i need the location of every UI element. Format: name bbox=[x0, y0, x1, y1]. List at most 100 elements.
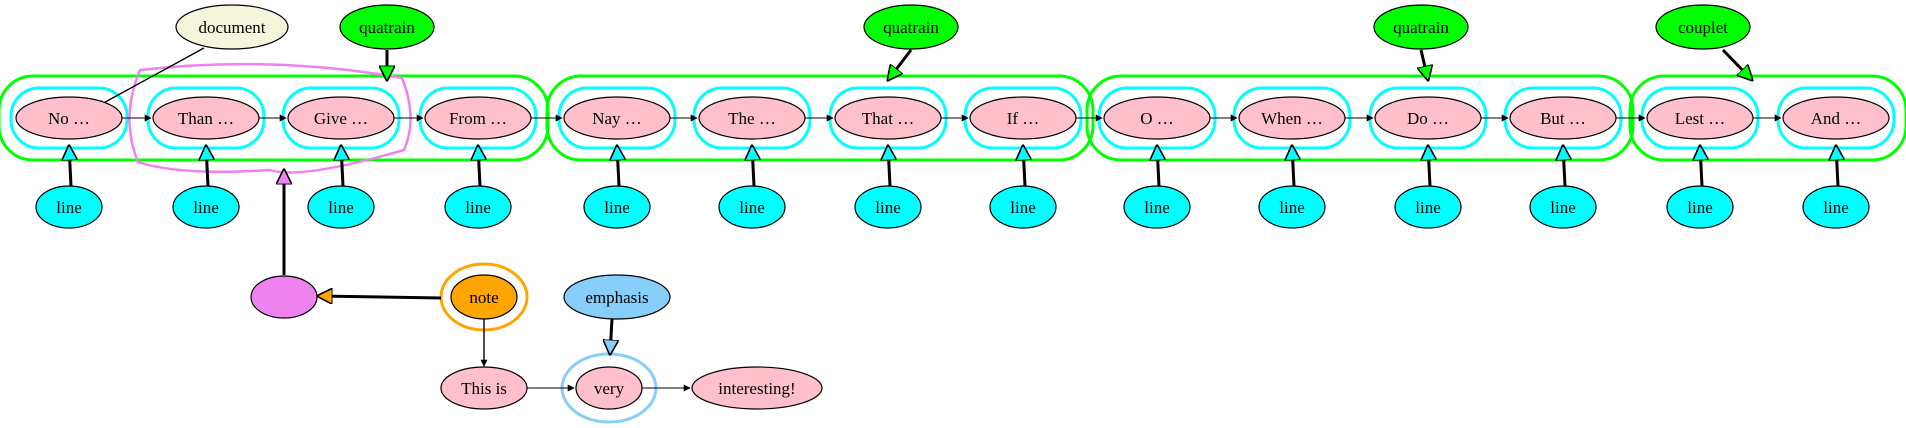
token-node: And … bbox=[1782, 96, 1890, 140]
stanza-node: quatrain bbox=[1373, 4, 1469, 50]
line-node-label: line bbox=[465, 198, 491, 217]
line-node: line bbox=[854, 185, 922, 229]
token-node-label: Than … bbox=[178, 109, 234, 128]
line-node: line bbox=[718, 185, 786, 229]
document-node-label: document bbox=[198, 18, 265, 37]
token-node-shape bbox=[1238, 96, 1346, 140]
token-node-label: Give … bbox=[314, 109, 368, 128]
token-node-shape bbox=[834, 96, 942, 140]
document-node-shape bbox=[175, 4, 289, 50]
line-node: line bbox=[1258, 185, 1326, 229]
token-node-label: Do … bbox=[1407, 109, 1449, 128]
stanza-node-label: quatrain bbox=[1393, 18, 1449, 37]
line-node-shape bbox=[172, 185, 240, 229]
emphasis-edge bbox=[610, 318, 612, 354]
line-node: line bbox=[1123, 185, 1191, 229]
line-edge bbox=[1700, 146, 1702, 187]
token-node: Give … bbox=[287, 96, 395, 140]
line-node-label: line bbox=[1687, 198, 1713, 217]
token-node: The … bbox=[698, 96, 806, 140]
line-node-label: line bbox=[1010, 198, 1036, 217]
line-edge bbox=[752, 146, 754, 187]
token-node-shape bbox=[969, 96, 1077, 140]
token-node: O … bbox=[1103, 96, 1211, 140]
stanza-node-shape bbox=[339, 4, 435, 50]
line-node: line bbox=[989, 185, 1057, 229]
stanza-node: quatrain bbox=[863, 4, 959, 50]
token-node-shape bbox=[287, 96, 395, 140]
line-node: line bbox=[172, 185, 240, 229]
token-node: That … bbox=[834, 96, 942, 140]
line-node-label: line bbox=[739, 198, 765, 217]
token-node-label: Lest … bbox=[1675, 109, 1726, 128]
line-node-label: line bbox=[328, 198, 354, 217]
note-text-node: very bbox=[575, 366, 643, 410]
line-node-shape bbox=[444, 185, 512, 229]
note-text-node-label: This is bbox=[461, 379, 507, 398]
token-node: No … bbox=[15, 96, 123, 140]
line-edge bbox=[1563, 146, 1565, 187]
note-text-node-shape bbox=[440, 366, 528, 410]
token-node-shape bbox=[15, 96, 123, 140]
line-node-label: line bbox=[1550, 198, 1576, 217]
line-node: line bbox=[444, 185, 512, 229]
line-node-label: line bbox=[604, 198, 630, 217]
line-node: line bbox=[1394, 185, 1462, 229]
line-node: line bbox=[35, 185, 103, 229]
stanza-edge bbox=[888, 49, 913, 80]
stanza-edge bbox=[1421, 49, 1428, 80]
token-node-label: If … bbox=[1007, 109, 1040, 128]
line-edge bbox=[1836, 146, 1838, 187]
line-node-label: line bbox=[1279, 198, 1305, 217]
document-node: document bbox=[175, 4, 289, 50]
stanza-node-shape bbox=[1655, 4, 1751, 50]
line-edge bbox=[478, 146, 480, 187]
note-text-node-label: very bbox=[594, 379, 625, 398]
line-node: line bbox=[1529, 185, 1597, 229]
emphasis-node-label: emphasis bbox=[585, 288, 648, 307]
token-node-label: That … bbox=[862, 109, 914, 128]
line-node: line bbox=[1666, 185, 1734, 229]
stanza-node: couplet bbox=[1655, 4, 1751, 50]
line-node-label: line bbox=[56, 198, 82, 217]
line-edge bbox=[69, 146, 71, 187]
note-text-node-shape bbox=[691, 366, 823, 410]
token-node-shape bbox=[1374, 96, 1482, 140]
note-text-node-label: interesting! bbox=[718, 379, 795, 398]
note-node-shape bbox=[450, 274, 518, 320]
line-node-label: line bbox=[875, 198, 901, 217]
note-text-node: This is bbox=[440, 366, 528, 410]
line-node-label: line bbox=[1144, 198, 1170, 217]
document-edge bbox=[97, 47, 205, 107]
stanza-node-label: quatrain bbox=[883, 18, 939, 37]
line-node-shape bbox=[1258, 185, 1326, 229]
line-edge bbox=[341, 146, 343, 187]
line-node-label: line bbox=[1415, 198, 1441, 217]
token-node-shape bbox=[698, 96, 806, 140]
token-node: Than … bbox=[152, 96, 260, 140]
stanza-edge bbox=[1721, 48, 1752, 80]
line-edge bbox=[888, 146, 890, 187]
note-text-node: interesting! bbox=[691, 366, 823, 410]
stanza-node-label: quatrain bbox=[359, 18, 415, 37]
note-node: note bbox=[450, 274, 518, 320]
note-node-label: note bbox=[469, 288, 498, 307]
token-node-label: But … bbox=[1540, 109, 1586, 128]
token-node: From … bbox=[424, 96, 532, 140]
note-text-node-shape bbox=[575, 366, 643, 410]
token-node-label: No … bbox=[48, 109, 90, 128]
line-edge bbox=[617, 146, 619, 187]
comment-node-shape bbox=[250, 275, 318, 319]
note-edge bbox=[318, 296, 442, 298]
stanza-node: quatrain bbox=[339, 4, 435, 50]
line-node-shape bbox=[307, 185, 375, 229]
line-node-shape bbox=[718, 185, 786, 229]
line-node: line bbox=[583, 185, 651, 229]
line-edge bbox=[1292, 146, 1294, 187]
stanza-node-shape bbox=[863, 4, 959, 50]
line-node-label: line bbox=[1823, 198, 1849, 217]
token-node: Lest … bbox=[1646, 96, 1754, 140]
line-edge bbox=[1023, 146, 1025, 187]
token-node-label: O … bbox=[1140, 109, 1174, 128]
